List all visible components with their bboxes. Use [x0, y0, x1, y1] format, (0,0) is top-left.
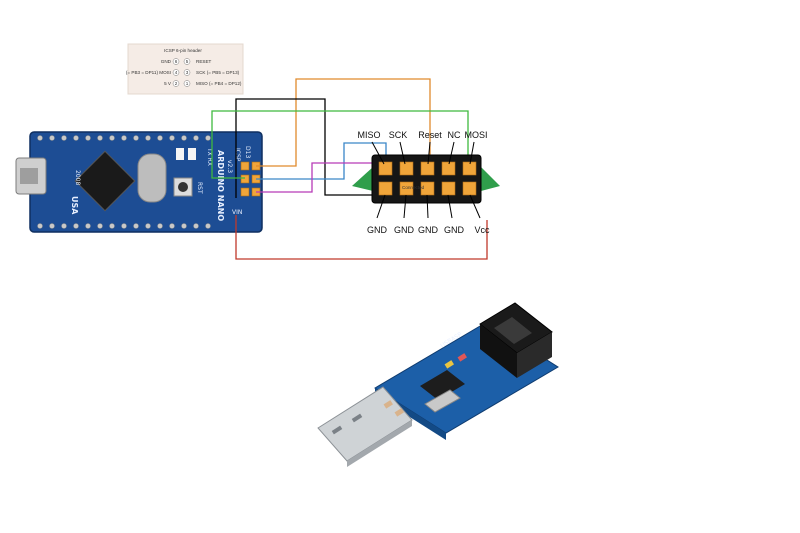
- label-sck: SCK: [389, 130, 408, 140]
- label-miso: MISO: [357, 130, 380, 140]
- icsp-pin-6: [172, 58, 180, 65]
- usbasp-programmer: USBASP: [300, 286, 559, 476]
- label-gnd-3: GND: [418, 225, 439, 235]
- icsp-header-diagram: ICSP 6-pin header GND 6 5 RESET (= PB3 =…: [126, 43, 244, 95]
- icsp-header-title: ICSP 6-pin header: [164, 48, 202, 53]
- label-vcc: Vcc: [474, 225, 490, 235]
- atmega-chip: [74, 150, 136, 212]
- usb-contact-1: [331, 425, 343, 435]
- nano-icsp-label: ICSP: [234, 148, 241, 162]
- icsp-row-3-left: 5 V: [164, 81, 172, 86]
- icsp-pin-2: [172, 80, 180, 87]
- usbasp-header-front: [517, 332, 552, 378]
- usbasp-header-slot: [494, 317, 532, 344]
- reset-button-cap: [178, 182, 188, 192]
- wire-miso-purple: [256, 162, 374, 193]
- icsp-pin-4: [172, 69, 180, 76]
- icsp-row-2-right: SCK (= PB5 = DP13): [196, 70, 240, 75]
- nano-tx-rx: TX RX: [206, 147, 213, 166]
- label-reset: Reset: [418, 130, 442, 140]
- usb-contact-2: [351, 413, 363, 423]
- usbasp-header-side: [480, 324, 517, 378]
- arduino-nano-board: 2008 USA ARDUINO NANO v2.3 TX RX RST ICS…: [15, 131, 263, 233]
- wire-gnd-black: [235, 98, 375, 198]
- wire-vcc-red: [235, 215, 488, 260]
- icsp-row-3-pin-b: 1: [186, 81, 189, 86]
- label-nc: NC: [448, 130, 461, 140]
- nano-d13-label: D13: [244, 146, 251, 158]
- icsp-pin-3: [183, 69, 191, 76]
- usbasp-crystal: [424, 389, 461, 413]
- nano-rst: RST: [196, 182, 203, 194]
- usbasp-resistor-1: [383, 400, 393, 409]
- icsp-row-1-pin-a: 6: [175, 59, 178, 64]
- top-pointer-lines: [371, 141, 475, 165]
- nano-vin-label: VIN: [232, 209, 242, 216]
- nano-version: v2.3: [226, 160, 233, 173]
- icsp-row-1-left: GND: [161, 59, 172, 64]
- icsp-row-1-pin-b: 5: [186, 59, 189, 64]
- label-gnd-1: GND: [367, 225, 388, 235]
- label-gnd-4: GND: [444, 225, 465, 235]
- icsp-row-2-left: (= PB3 = DP11) MOSI: [126, 70, 171, 75]
- bottom-pointer-lines: [376, 194, 481, 219]
- crystal-oscillator: [137, 153, 167, 203]
- wire-reset-orange: [256, 78, 431, 167]
- mini-usb-opening: [20, 168, 38, 184]
- connector-left-wing: [352, 167, 373, 191]
- icsp-row-2-pin-b: 3: [186, 70, 189, 75]
- usbasp-led-1: [444, 360, 454, 369]
- label-gnd-2: GND: [394, 225, 415, 235]
- icsp-row-1-right: RESET: [196, 59, 212, 64]
- connector-pins: [378, 161, 477, 196]
- connector-mark: Connected: [402, 185, 425, 190]
- nano-pin-rows: [37, 135, 211, 229]
- icsp-pin-5: [183, 58, 191, 65]
- usbasp-resistor-2: [394, 408, 404, 417]
- icsp-row-3-pin-a: 2: [175, 81, 178, 86]
- nano-country: USA: [70, 196, 79, 215]
- wire-sck-blue: [256, 142, 387, 180]
- connector-right-wing: [481, 167, 500, 191]
- wires: [211, 78, 488, 260]
- led-tx: [176, 148, 184, 160]
- nano-year: 2008: [74, 170, 81, 185]
- usbasp-led-2: [457, 353, 467, 362]
- icsp-pin-1: [183, 80, 191, 87]
- usbasp-10pin-connector: Connected MISO SCK Reset NC MOSI GND GND…: [352, 130, 500, 235]
- usbasp-usb-plug-side: [347, 420, 412, 467]
- led-rx: [188, 148, 196, 160]
- label-mosi: MOSI: [464, 130, 487, 140]
- nano-name: ARDUINO NANO: [216, 150, 225, 221]
- icsp-row-3-right: MISO (= PB4 = DP12): [196, 81, 242, 86]
- usbasp-chip: [420, 370, 465, 400]
- icsp-row-2-pin-a: 4: [175, 70, 178, 75]
- wire-mosi-green: [211, 110, 469, 179]
